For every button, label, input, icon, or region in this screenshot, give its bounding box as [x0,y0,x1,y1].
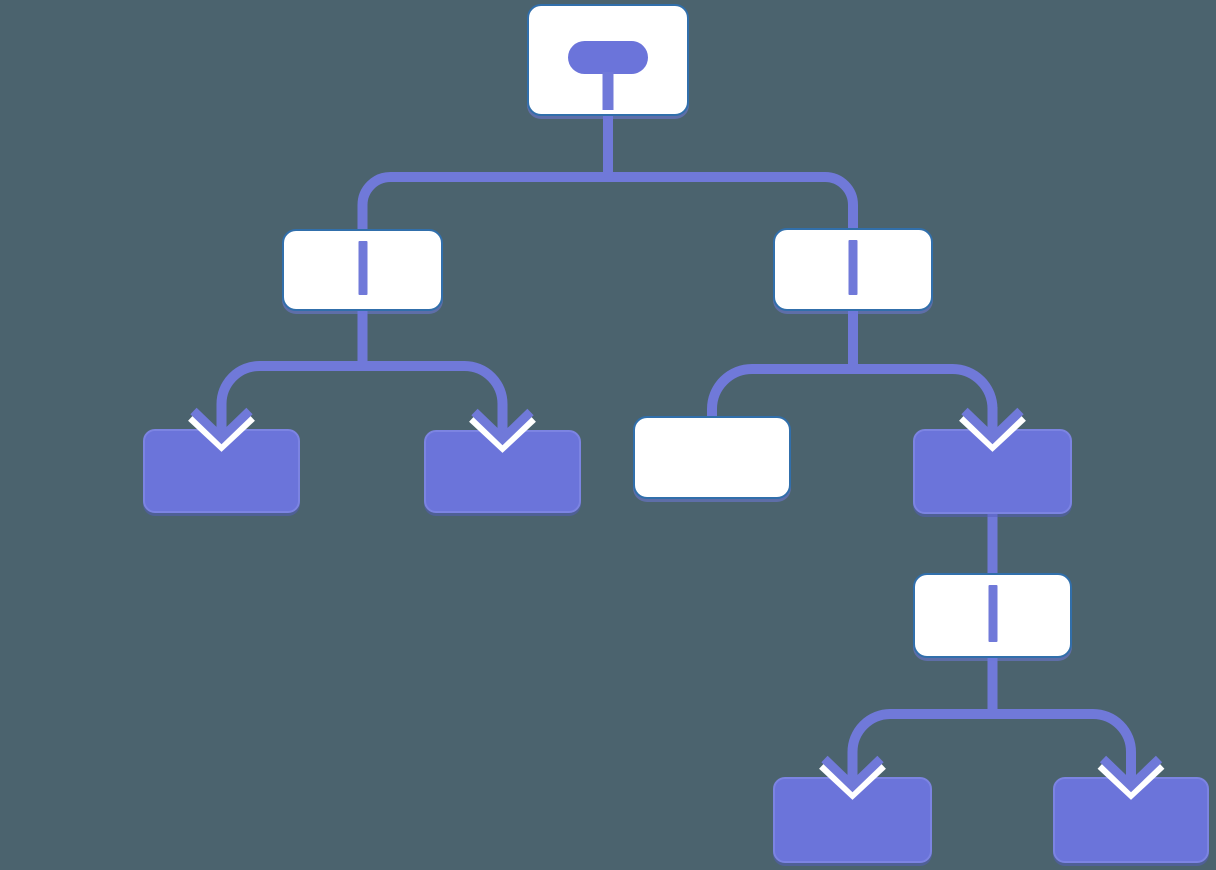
pass-through-line [848,240,858,295]
node-pass-right[interactable] [913,573,1072,658]
pass-through-line [988,585,997,642]
node-leaf-bottom-2[interactable] [1053,777,1209,863]
node-branch-left[interactable] [282,229,443,311]
node-leaf-left-1[interactable] [143,429,300,513]
node-root[interactable] [527,4,689,116]
node-leaf-plain[interactable] [633,416,791,499]
root-node-icon [568,41,648,74]
pass-through-line [358,241,367,295]
node-leaf-left-2[interactable] [424,430,581,513]
root-stem-line [602,72,614,110]
node-action-right[interactable] [913,429,1072,514]
node-leaf-bottom-1[interactable] [773,777,932,863]
node-branch-right[interactable] [773,228,933,311]
